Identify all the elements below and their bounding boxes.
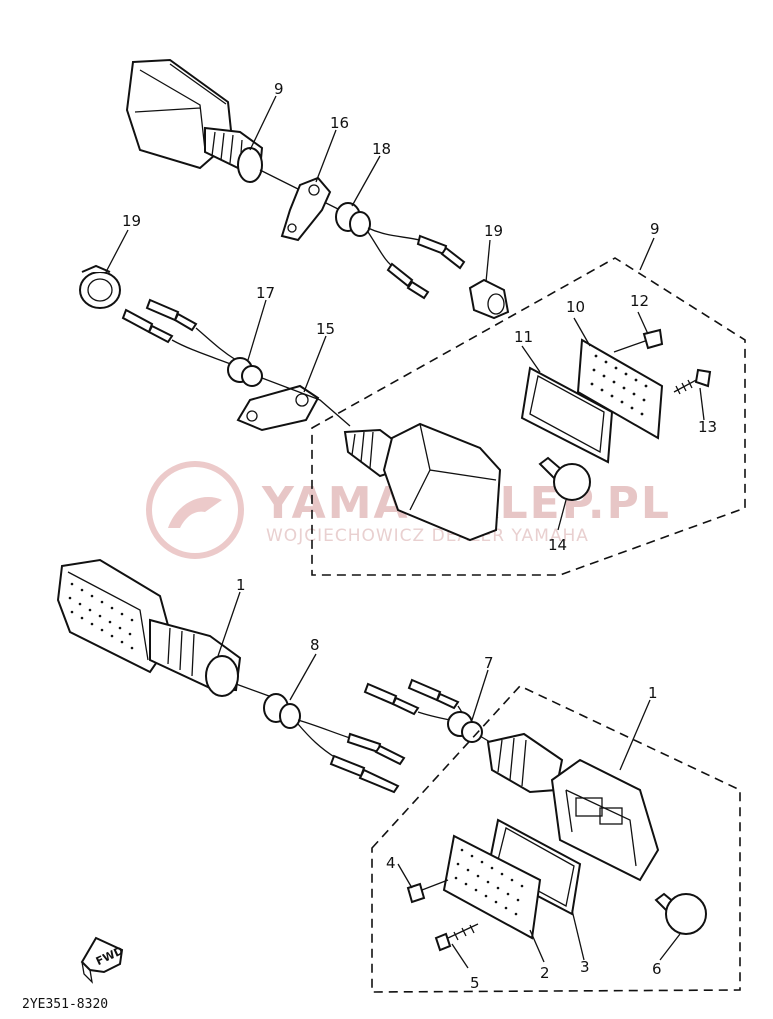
label-part-6: 6 [652, 960, 662, 978]
label-part-17: 17 [256, 284, 275, 302]
cap-19-left [79, 264, 121, 309]
watermark-subtitle: WOJCIECHOWICZ DEALER YAMAHA [266, 526, 589, 546]
bulb-14 [538, 456, 591, 501]
lens-2 [442, 834, 542, 940]
label-part-13: 13 [698, 418, 717, 436]
screw-13 [673, 368, 712, 395]
screw-5 [434, 923, 479, 952]
kit-outline-1 [371, 685, 741, 993]
label-part-15: 15 [316, 320, 335, 338]
label-part-9-kit: 9 [650, 220, 660, 238]
label-part-10: 10 [566, 298, 585, 316]
label-part-18: 18 [372, 140, 391, 158]
label-part-4: 4 [386, 854, 396, 872]
label-part-19-left: 19 [122, 212, 141, 230]
turn-signal-front-right [486, 732, 660, 882]
label-part-5: 5 [470, 974, 480, 992]
label-part-7: 7 [484, 654, 494, 672]
bracket-16 [280, 176, 332, 242]
forward-arrow-icon: FWD [80, 936, 125, 984]
label-part-1-kit: 1 [648, 684, 658, 702]
screw-12 [613, 328, 664, 353]
label-part-11: 11 [514, 328, 533, 346]
diagram-code: 2YE351-8320 [22, 997, 108, 1012]
label-part-14: 14 [548, 536, 567, 554]
label-part-19-right: 19 [484, 222, 503, 240]
screw-4 [406, 879, 449, 904]
label-part-1-left: 1 [236, 576, 246, 594]
label-part-3: 3 [580, 958, 590, 976]
turn-signal-rear-right [343, 422, 502, 542]
bracket-15 [236, 377, 351, 432]
kit-outline-9 [311, 257, 746, 576]
gasket-3 [486, 818, 582, 916]
part-labels: 9 16 18 19 19 9 17 12 10 15 11 13 14 1 8… [122, 80, 717, 992]
label-part-16: 16 [330, 114, 349, 132]
label-part-12: 12 [630, 292, 649, 310]
lens-10 [576, 338, 664, 440]
label-part-2: 2 [540, 964, 550, 982]
cap-19-right [468, 278, 510, 320]
watermark-logo-icon [146, 461, 244, 559]
label-part-8: 8 [310, 636, 320, 654]
label-part-9-top: 9 [274, 80, 284, 98]
grommet-17 [121, 298, 263, 387]
turn-signal-front-left [56, 558, 281, 701]
bulb-6 [654, 892, 707, 935]
gasket-11 [520, 366, 614, 464]
grommet-8 [263, 693, 406, 794]
grommet-7 [363, 678, 501, 749]
turn-signal-rear-left [125, 58, 341, 211]
leader-lines [105, 95, 705, 969]
grommet-18 [335, 202, 466, 300]
